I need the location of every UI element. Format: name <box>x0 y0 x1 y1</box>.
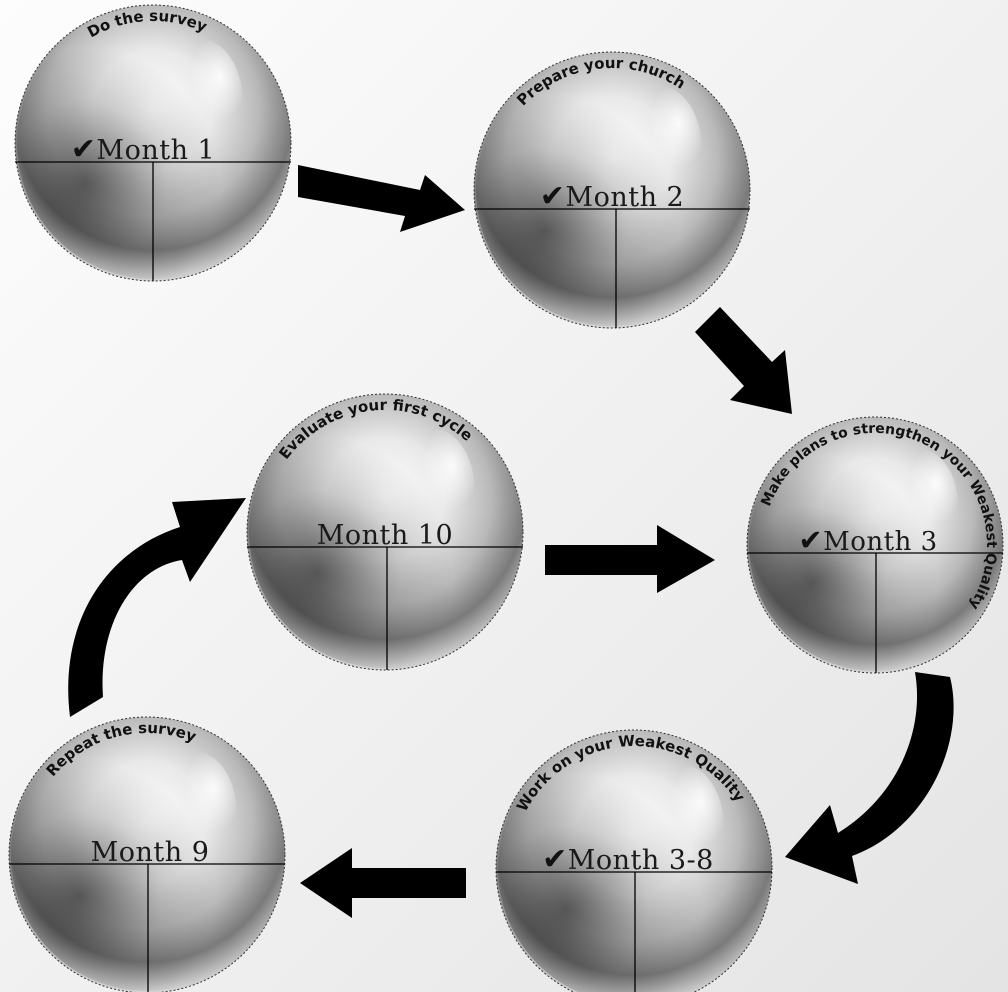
check-mark-icon: ✔ <box>540 179 566 214</box>
sphere-outline <box>473 51 751 329</box>
month-label: Month 10 <box>317 520 453 551</box>
month-text: Month 9 <box>91 837 210 868</box>
month-label: Month 9 <box>91 837 210 868</box>
arrow-month2-to-month3 <box>695 307 792 414</box>
month-label: ✔Month 3-8 <box>542 842 714 877</box>
arrow-month10-to-month3 <box>545 525 715 593</box>
sphere-outline <box>746 416 1004 674</box>
step-node-month-3: Make plans to strengthen your Weakest Qu… <box>746 416 1004 674</box>
month-label: ✔Month 3 <box>798 523 937 557</box>
month-text: Month 3-8 <box>568 845 714 876</box>
arrow-month1-to-month2 <box>298 165 465 232</box>
sphere-gloss <box>159 39 243 164</box>
sphere-outline <box>495 729 773 992</box>
sphere-gloss <box>881 449 959 565</box>
step-node-month-1: Do the survey✔Month 1 <box>14 4 292 282</box>
step-node-month-3-8: Work on your Weakest Quality✔Month 3-8 <box>495 729 773 992</box>
sphere-gloss <box>391 428 475 553</box>
month-text: Month 1 <box>96 135 215 166</box>
arrow-month9-to-month10 <box>68 498 246 717</box>
month-text: Month 3 <box>823 527 938 557</box>
month-label: ✔Month 2 <box>540 179 684 214</box>
arrow-month3-to-month3-8 <box>785 672 954 884</box>
sphere-gloss <box>153 751 237 876</box>
sphere-outline <box>246 393 524 671</box>
month-label: ✔Month 1 <box>71 132 215 167</box>
check-mark-icon: ✔ <box>71 132 97 167</box>
check-mark-icon: ✔ <box>542 842 568 877</box>
flow-arrows <box>68 165 954 918</box>
month-text: Month 2 <box>565 182 684 213</box>
step-node-month-2: Prepare your church✔Month 2 <box>473 51 751 329</box>
arrow-month3-8-to-month9 <box>300 848 466 918</box>
month-text: Month 10 <box>317 520 453 551</box>
sphere-outline <box>8 716 286 992</box>
sphere-gloss <box>640 764 724 889</box>
sphere-gloss <box>618 86 702 211</box>
check-mark-icon: ✔ <box>798 523 823 557</box>
